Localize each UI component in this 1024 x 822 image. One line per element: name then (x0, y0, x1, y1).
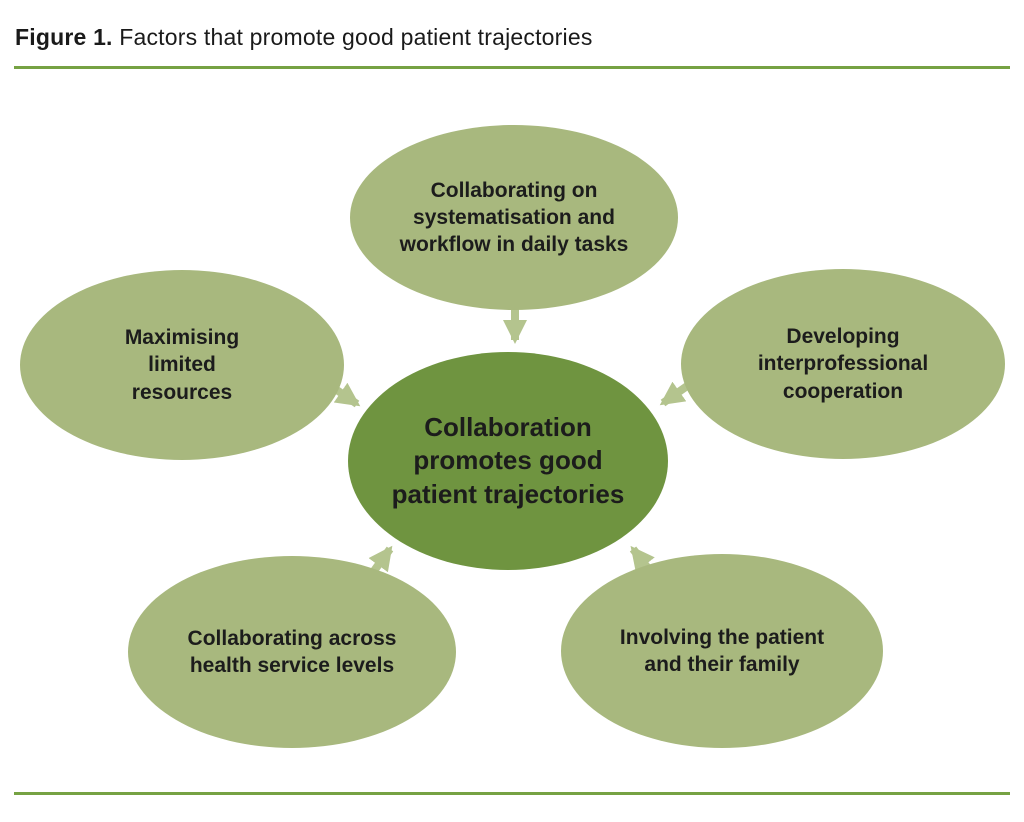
node-label: Collaborating on systematisation and wor… (399, 178, 629, 257)
node-involving-patient-family: Involving the patient and their family (561, 554, 883, 748)
node-label: Maximising limited resources (124, 326, 240, 404)
node-collaborating-systematisation: Collaborating on systematisation and wor… (350, 125, 678, 310)
figure-title: Figure 1. Factors that promote good pati… (15, 24, 593, 51)
node-label: Collaborating across health service leve… (187, 626, 397, 677)
node-central-collaboration: Collaboration promotes good patient traj… (348, 352, 668, 570)
top-divider (14, 66, 1010, 69)
node-collaborating-service-levels: Collaborating across health service leve… (128, 556, 456, 748)
node-label: Developing interprofessional cooperation (757, 325, 929, 403)
node-label: Involving the patient and their family (619, 625, 825, 676)
node-interprofessional-cooperation: Developing interprofessional cooperation (681, 269, 1005, 459)
center-node-label: Collaboration promotes good patient traj… (391, 412, 625, 509)
figure-label: Figure 1. (15, 24, 113, 50)
figure-title-text: Factors that promote good patient trajec… (112, 24, 593, 50)
node-maximising-resources: Maximising limited resources (20, 270, 344, 460)
bottom-divider (14, 792, 1010, 795)
